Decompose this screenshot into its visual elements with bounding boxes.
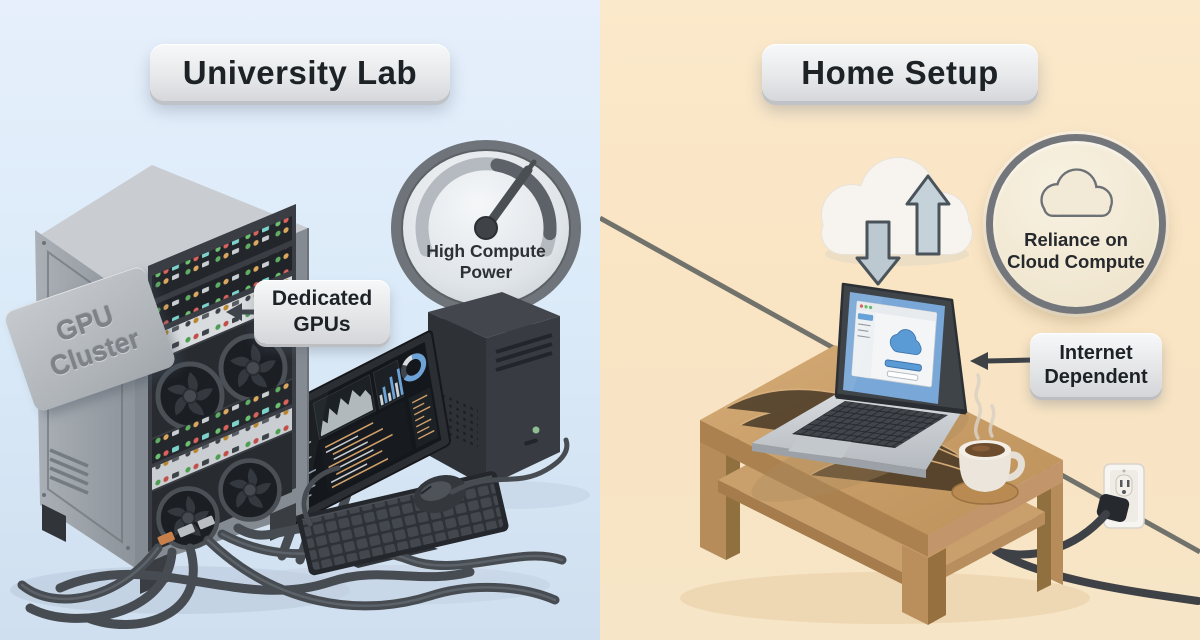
- home-setup-panel: Home Setup Reliance on Cloud Compute Int…: [600, 0, 1200, 640]
- gauge-label: High Compute Power: [426, 241, 546, 282]
- upload-arrow-icon: [905, 174, 951, 256]
- cable-connector: [157, 531, 175, 546]
- home-setup-title-text: Home Setup: [801, 53, 999, 91]
- cable-connector: [197, 515, 215, 530]
- sidebar-selected-item: [857, 313, 874, 321]
- cloud-outline-icon: [1040, 168, 1113, 217]
- reliance-badge: Reliance on Cloud Compute: [986, 134, 1166, 314]
- dedicated-gpus-label: Dedicated GPUs: [254, 280, 390, 344]
- power-plug: [991, 494, 1200, 605]
- cable-highlights: [20, 532, 564, 608]
- laptop-hinge: [835, 393, 967, 415]
- cable-connector: [177, 523, 195, 538]
- cloud-app-window: [851, 300, 938, 388]
- desktop-tower: [428, 292, 560, 487]
- laptop-screen: [842, 292, 946, 405]
- window-minimize-icon: [864, 305, 868, 309]
- plug-cable: [991, 510, 1200, 605]
- waveform-chart-icon: [320, 389, 374, 437]
- rack-fan-icon: [221, 461, 280, 520]
- steam-icon: [974, 373, 996, 440]
- bar-chart-icon: [379, 368, 404, 406]
- internet-dependent-label: Internet Dependent: [1030, 333, 1162, 397]
- reliance-badge-text: Reliance on Cloud Compute: [1007, 229, 1145, 273]
- download-arrow-icon: [855, 220, 901, 286]
- university-lab-title: University Lab: [150, 44, 450, 101]
- progress-bar-empty: [886, 370, 919, 381]
- home-setup-scene: [600, 157, 1200, 625]
- laptop: [752, 282, 968, 478]
- internet-dependent-arrow: [970, 352, 1033, 370]
- vent-slots: [49, 448, 89, 495]
- table-shadow: [680, 572, 1090, 624]
- progress-bar: [884, 359, 922, 372]
- mouse: [413, 474, 467, 514]
- keyboard-cable: [301, 465, 341, 527]
- donut-chart-icon: [401, 353, 427, 382]
- window-zoom-icon: [868, 305, 873, 310]
- university-lab-title-text: University Lab: [182, 53, 418, 91]
- university-lab-panel: University Lab GPU Cluster Dedicated GPU…: [0, 0, 600, 640]
- cloud-sync-icon: [821, 157, 973, 286]
- home-setup-title: Home Setup: [762, 44, 1038, 101]
- coffee-cup: [951, 373, 1025, 505]
- window-close-icon: [859, 304, 864, 308]
- upload-cloud-icon: [889, 329, 922, 355]
- trackpad: [788, 436, 852, 458]
- mouse-cable: [449, 437, 570, 495]
